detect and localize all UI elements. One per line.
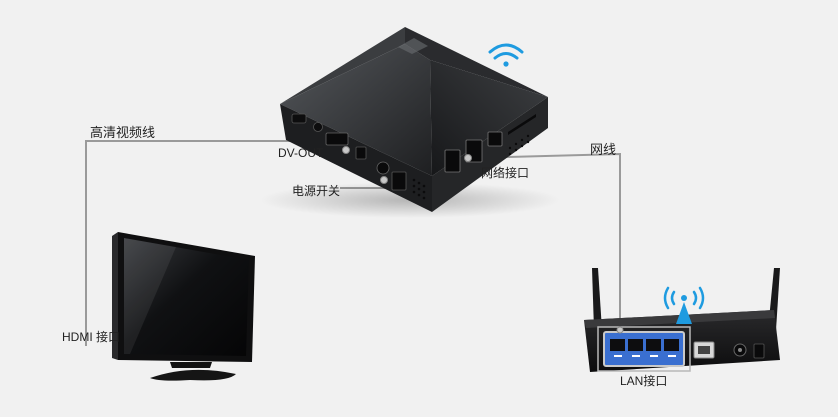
dv-out-port bbox=[325, 132, 349, 146]
power-switch bbox=[391, 171, 407, 191]
hdmi-cable-label: 高清视频线 bbox=[90, 125, 156, 140]
dv-out-label: DV-OUT bbox=[278, 146, 324, 160]
network-port-label: 网络接口 bbox=[481, 166, 530, 180]
power-switch-label: 电源开关 bbox=[292, 184, 341, 198]
lan-port-label: LAN接口 bbox=[620, 374, 668, 388]
signal-tower-icon bbox=[663, 286, 705, 324]
hdmi-port-label: HDMI 接口 bbox=[62, 330, 120, 344]
box-top-face bbox=[280, 27, 405, 104]
television bbox=[112, 232, 255, 381]
media-box bbox=[260, 27, 560, 218]
wifi-icon bbox=[488, 43, 524, 67]
network-cable bbox=[467, 152, 621, 330]
network-cable-label: 网线 bbox=[590, 142, 617, 157]
